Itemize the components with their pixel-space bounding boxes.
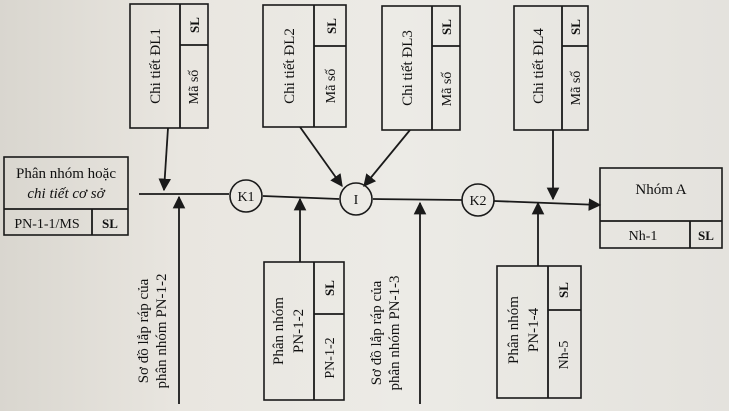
node-k1-label: K1 xyxy=(237,190,254,205)
detail-dl1-qty: SL xyxy=(187,17,202,33)
group-a-code: Nh-1 xyxy=(629,229,658,244)
node-k1: K1 xyxy=(229,179,263,213)
dl3-arrow xyxy=(363,129,411,187)
group-a-title: Nhóm A xyxy=(635,182,686,198)
note-pn12-line1: Sơ đồ lắp ráp của xyxy=(136,278,152,383)
main-line-3 xyxy=(372,198,463,201)
detail-dl3-code: Mã số xyxy=(440,72,455,107)
base-part-title-line1: Phân nhóm hoặc xyxy=(16,166,116,182)
node-k2: K2 xyxy=(461,183,495,217)
detail-dl1-box: Chi tiết ĐL1 Mã số SL xyxy=(129,3,209,129)
detail-dl1-title: Chi tiết ĐL1 xyxy=(148,28,164,104)
base-part-code: PN-1-1/MS xyxy=(14,217,79,232)
detail-dl2-box: Chi tiết ĐL2 Mã số SL xyxy=(262,4,347,128)
subgroup-pn14-line1: Phân nhóm xyxy=(506,296,522,364)
subgroup-pn14-code: Nh-5 xyxy=(557,341,572,370)
subgroup-pn12-line2: PN-1-2 xyxy=(291,309,307,353)
detail-dl4-title: Chi tiết ĐL4 xyxy=(531,28,547,104)
dl2-arrow xyxy=(299,126,343,188)
detail-dl3-title: Chi tiết ĐL3 xyxy=(400,30,416,106)
subgroup-pn14-line2: PN-1-4 xyxy=(526,307,542,352)
note-pn13-line2: phân nhóm PN-1-3 xyxy=(387,276,403,391)
subgroup-pn12-qty: SL xyxy=(322,280,337,296)
base-part-qty: SL xyxy=(102,216,118,231)
detail-dl2-qty: SL xyxy=(324,18,339,34)
detail-dl3-box: Chi tiết ĐL3 Mã số SL xyxy=(381,5,461,131)
detail-dl4-box: Chi tiết ĐL4 Mã số SL xyxy=(513,5,589,131)
subgroup-pn12-box: Phân nhóm PN-1-2 PN-1-2 SL xyxy=(263,261,345,401)
subgroup-pn14-box: Phân nhóm PN-1-4 Nh-5 SL xyxy=(496,265,582,399)
detail-dl4-qty: SL xyxy=(568,19,583,35)
base-part-title-line2: chi tiết cơ sở xyxy=(27,186,105,202)
detail-dl1-code: Mã số xyxy=(187,70,202,105)
base-part-box: Phân nhóm hoặc chi tiết cơ sở PN-1-1/MS … xyxy=(3,156,129,236)
subgroup-pn12-code: PN-1-2 xyxy=(323,337,338,378)
detail-dl2-title: Chi tiết ĐL2 xyxy=(282,28,298,104)
dl1-arrow xyxy=(158,127,172,192)
node-k2-label: K2 xyxy=(469,194,486,209)
group-a-qty: SL xyxy=(698,228,714,243)
note-pn13-line1: Sơ đồ lắp ráp của xyxy=(369,280,385,385)
group-a-box: Nhóm A Nh-1 SL xyxy=(599,167,723,249)
main-line-2 xyxy=(262,195,340,200)
node-i-label: I xyxy=(354,193,359,208)
main-line-4 xyxy=(493,198,602,211)
detail-dl4-code: Mã số xyxy=(569,71,584,106)
detail-dl2-code: Mã số xyxy=(324,69,339,104)
node-i: I xyxy=(339,182,373,216)
subgroup-pn14-qty: SL xyxy=(556,282,571,298)
subgroup-pn12-line1: Phân nhóm xyxy=(271,297,287,365)
detail-dl3-qty: SL xyxy=(439,19,454,35)
note-pn12-line2: phân nhóm PN-1-2 xyxy=(154,274,170,389)
